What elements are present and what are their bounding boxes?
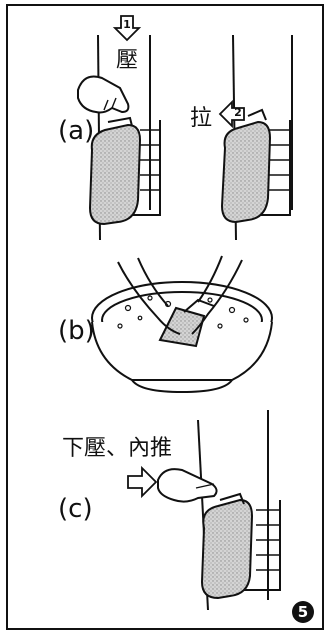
step-2-arrow bbox=[218, 99, 245, 129]
panel-a-right-illustration bbox=[220, 34, 293, 241]
step-1-text: 壓 bbox=[116, 48, 139, 73]
panel-label-c: (c) bbox=[58, 494, 93, 524]
panel-c-illustration bbox=[157, 410, 281, 611]
panel-label-a: (a) bbox=[58, 116, 95, 146]
panel-label-b: (b) bbox=[58, 316, 95, 346]
push-arrow bbox=[127, 465, 158, 499]
panel-a-left-illustration bbox=[77, 34, 161, 241]
step-1-arrow bbox=[112, 15, 142, 42]
step-2-number: 2 bbox=[234, 106, 242, 119]
step-1-number: 1 bbox=[123, 18, 131, 31]
figure-number-badge bbox=[292, 601, 314, 623]
panel-c-instruction: 下壓、內推 bbox=[62, 436, 173, 461]
step-2-text: 拉 bbox=[190, 106, 213, 131]
figure-number: 5 bbox=[297, 603, 309, 621]
panel-b-illustration bbox=[91, 255, 273, 394]
